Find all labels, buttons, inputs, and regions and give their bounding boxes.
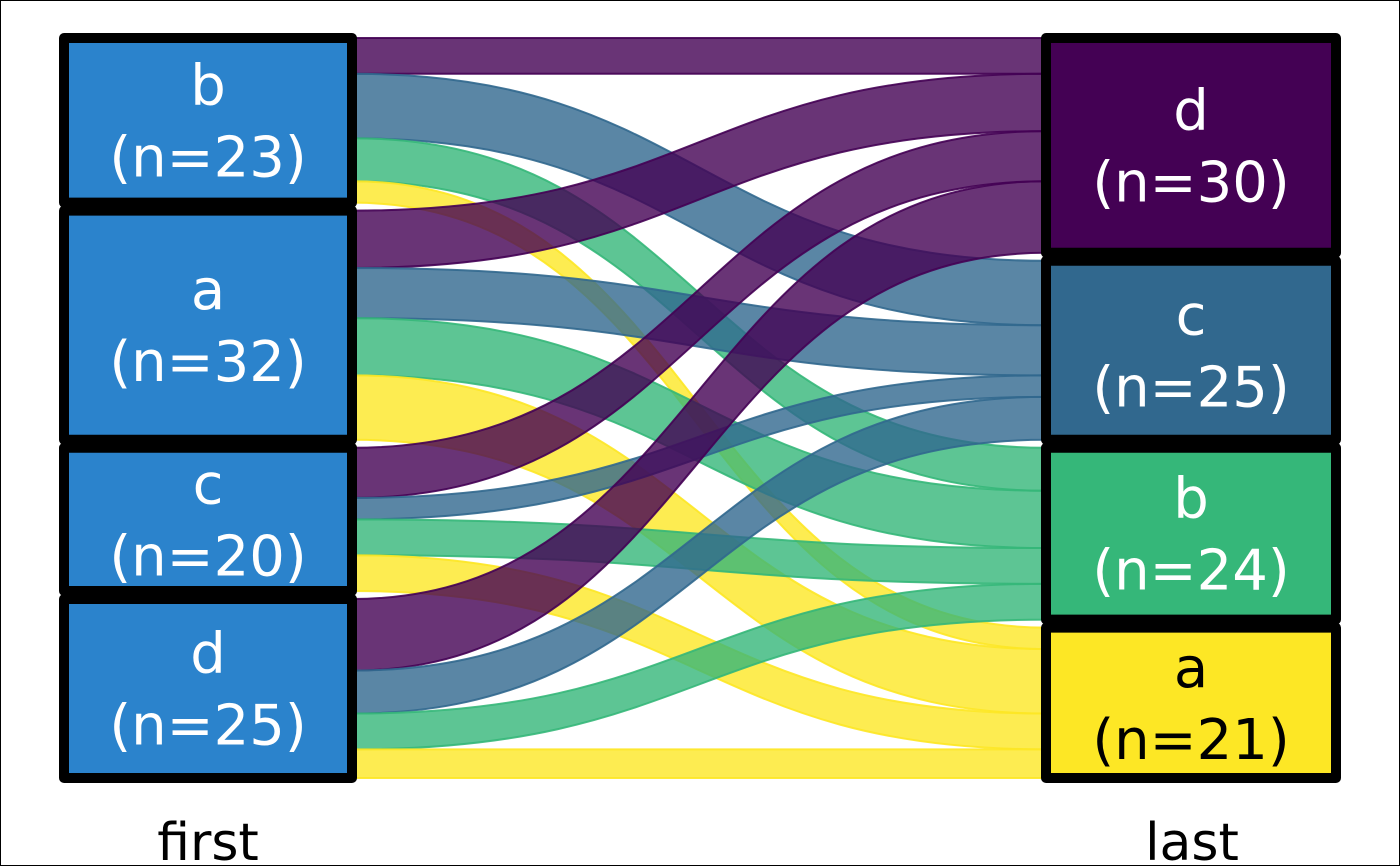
right-node-c-count: (n=25) (1092, 355, 1289, 420)
right-stratum: d (n=30) c (n=25) b (n=24) a (n=21) (1041, 33, 1341, 784)
right-node-a (1041, 622, 1341, 784)
left-node-a-count: (n=32) (109, 330, 306, 395)
left-node-d-count: (n=25) (109, 694, 306, 759)
left-node-c-label: c (193, 452, 224, 517)
right-node-a-label: a (1174, 636, 1208, 701)
left-node-a-label: a (191, 258, 225, 323)
right-node-d-label: d (1173, 78, 1209, 143)
flow-d-to-a (351, 748, 1047, 780)
left-node-b (59, 33, 357, 208)
left-node-a (59, 205, 357, 445)
left-node-c (59, 442, 357, 596)
left-node-d (59, 594, 357, 783)
right-node-b-label: b (1173, 467, 1209, 532)
right-node-c (1041, 255, 1341, 445)
right-node-d (1041, 33, 1341, 258)
right-node-c-label: c (1176, 283, 1207, 348)
left-node-b-label: b (190, 53, 226, 118)
right-node-d-count: (n=30) (1092, 150, 1289, 215)
flows-layer (351, 36, 1047, 780)
right-node-b (1041, 442, 1341, 625)
right-node-a-count: (n=21) (1092, 708, 1289, 773)
left-axis-label: first (157, 813, 259, 866)
right-node-b-count: (n=24) (1092, 539, 1289, 604)
left-node-b-count: (n=23) (109, 125, 306, 190)
flow-b-to-d (351, 36, 1047, 75)
left-stratum: b (n=23) a (n=32) c (n=20) d (n=25) (59, 33, 357, 783)
right-axis-label: last (1145, 813, 1239, 866)
left-node-c-count: (n=20) (109, 524, 306, 589)
left-node-d-label: d (190, 622, 226, 687)
